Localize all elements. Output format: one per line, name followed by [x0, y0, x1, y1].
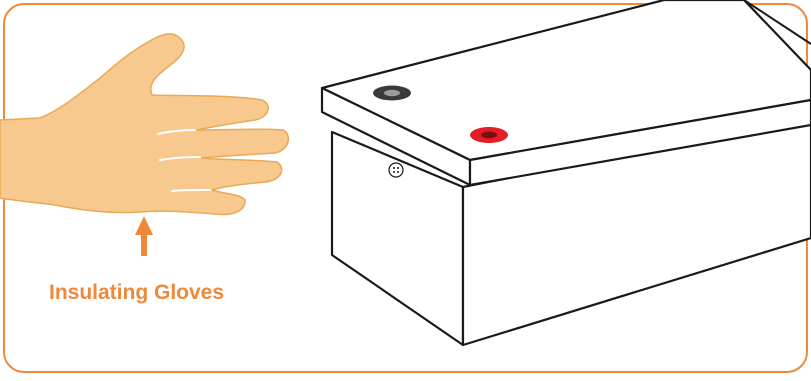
- negative-terminal-icon: [373, 85, 411, 101]
- arrow-up-icon: [135, 216, 153, 256]
- hand-icon: [0, 33, 290, 216]
- positive-terminal-icon: [470, 127, 508, 143]
- vent-icon: [388, 162, 404, 178]
- battery-icon: [320, 0, 811, 347]
- caption-label: Insulating Gloves: [49, 281, 225, 304]
- battery-lid-side: [468, 98, 811, 187]
